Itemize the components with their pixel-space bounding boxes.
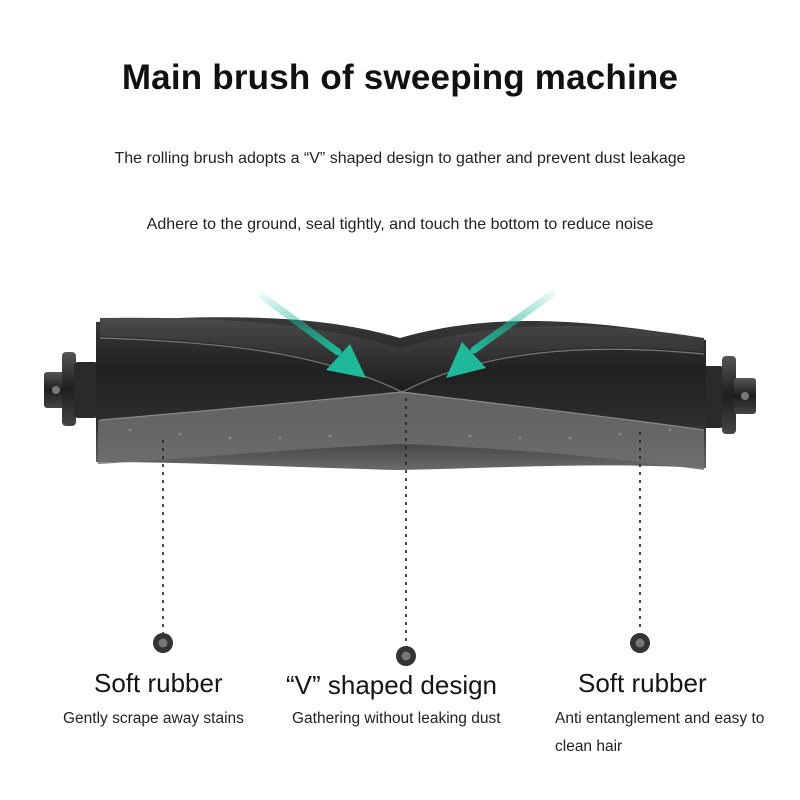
feature-label-v-shaped: “V” shaped design <box>286 670 498 700</box>
feature-desc-right: Anti entanglement and easy to clean hair <box>555 710 765 755</box>
description-line-2: Adhere to the ground, seal tightly, and … <box>146 216 654 233</box>
feature-label-soft-rubber-right: Soft rubber <box>578 668 707 698</box>
left-end-cap <box>44 352 98 426</box>
feature-desc-center: Gathering without leaking dust <box>292 710 501 727</box>
marker-dots <box>153 633 650 666</box>
brush-body <box>96 317 706 470</box>
leader-lines <box>162 398 641 648</box>
page-title: Main brush of sweeping machine <box>121 58 679 97</box>
description-line-1: The rolling brush adopts a “V” shaped de… <box>114 150 686 167</box>
feature-desc-left: Gently scrape away stains <box>63 710 244 727</box>
right-end-cap <box>700 356 756 434</box>
feature-label-soft-rubber-left: Soft rubber <box>94 668 223 698</box>
airflow-arrows <box>258 290 556 378</box>
